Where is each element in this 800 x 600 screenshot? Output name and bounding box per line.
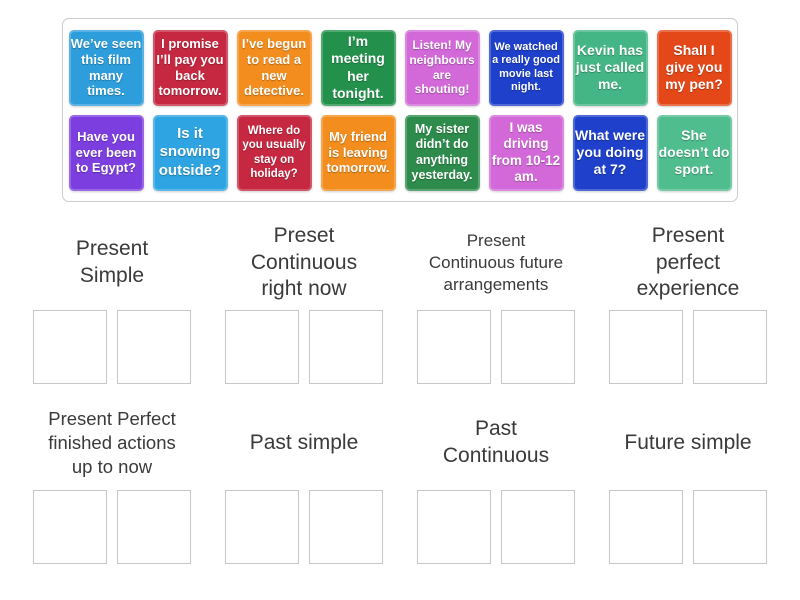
- category-label: Present Simple: [75, 237, 149, 287]
- drop-box[interactable]: [309, 310, 383, 384]
- drop-box[interactable]: [693, 310, 767, 384]
- drop-zone-row: [33, 310, 191, 384]
- drop-box[interactable]: [417, 490, 491, 564]
- drop-box[interactable]: [117, 310, 191, 384]
- word-tile[interactable]: I’m meeting her tonight.: [320, 29, 396, 106]
- word-tile[interactable]: I’ve begun to read a new detective.: [236, 29, 312, 106]
- drop-zone-row: [225, 490, 383, 564]
- drop-zone-row: [609, 490, 767, 564]
- drop-box[interactable]: [609, 310, 683, 384]
- category-group: Past Continuous: [400, 398, 592, 564]
- word-tile[interactable]: I was driving from 10-12 am.: [488, 114, 564, 191]
- word-tile[interactable]: Where do you usually stay on holiday?: [236, 114, 312, 191]
- drop-box[interactable]: [33, 310, 107, 384]
- word-tile[interactable]: We’ve seen this film many times.: [68, 29, 144, 106]
- drop-box[interactable]: [117, 490, 191, 564]
- word-tile[interactable]: Is it snowing outside?: [152, 114, 228, 191]
- drop-box[interactable]: [33, 490, 107, 564]
- drop-zone-row: [417, 310, 575, 384]
- category-group: Present Continuous future arrangements: [400, 218, 592, 384]
- word-tile[interactable]: I promise I’ll pay you back tomorrow.: [152, 29, 228, 106]
- word-tile[interactable]: My friend is leaving tomorrow.: [320, 114, 396, 191]
- drop-box[interactable]: [417, 310, 491, 384]
- drop-box[interactable]: [609, 490, 683, 564]
- word-tile[interactable]: Listen! My neighbours are shouting!: [404, 29, 480, 106]
- category-group: Present perfect experience: [592, 218, 784, 384]
- drop-box[interactable]: [693, 490, 767, 564]
- category-label: Present Continuous future arrangements: [428, 231, 564, 294]
- category-group: Present Simple: [16, 218, 208, 384]
- word-tile[interactable]: We watched a really good movie last nigh…: [488, 29, 564, 106]
- category-label: Past Continuous: [442, 417, 550, 467]
- category-board: Present Simple Preset Continuous right no…: [16, 218, 784, 564]
- category-label: Present Perfect finished actions up to n…: [48, 408, 176, 477]
- category-group: Preset Continuous right now: [208, 218, 400, 384]
- drop-box[interactable]: [225, 490, 299, 564]
- word-tile[interactable]: She doesn’t do sport.: [656, 114, 732, 191]
- drop-box[interactable]: [501, 490, 575, 564]
- category-label: Preset Continuous right now: [250, 223, 358, 301]
- drop-zone-row: [225, 310, 383, 384]
- category-group: Present Perfect finished actions up to n…: [16, 398, 208, 564]
- word-tile[interactable]: My sister didn’t do anything yesterday.: [404, 114, 480, 191]
- category-group: Future simple: [592, 398, 784, 564]
- drop-zone-row: [417, 490, 575, 564]
- drop-zone-row: [33, 490, 191, 564]
- category-label: Past simple: [249, 430, 359, 454]
- drop-zone-row: [609, 310, 767, 384]
- word-tile[interactable]: Kevin has just called me.: [572, 29, 648, 106]
- drop-box[interactable]: [225, 310, 299, 384]
- drop-box[interactable]: [309, 490, 383, 564]
- drop-box[interactable]: [501, 310, 575, 384]
- category-label: Present perfect experience: [636, 223, 740, 301]
- word-tile-pool: We’ve seen this film many times.I promis…: [62, 18, 738, 202]
- word-tile[interactable]: Shall I give you my pen?: [656, 29, 732, 106]
- tile-row: We’ve seen this film many times.I promis…: [68, 29, 732, 106]
- tile-row: Have you ever been to Egypt?Is it snowin…: [68, 114, 732, 191]
- word-tile[interactable]: Have you ever been to Egypt?: [68, 114, 144, 191]
- category-group: Past simple: [208, 398, 400, 564]
- word-tile[interactable]: What were you doing at 7?: [572, 114, 648, 191]
- category-label: Future simple: [624, 430, 752, 454]
